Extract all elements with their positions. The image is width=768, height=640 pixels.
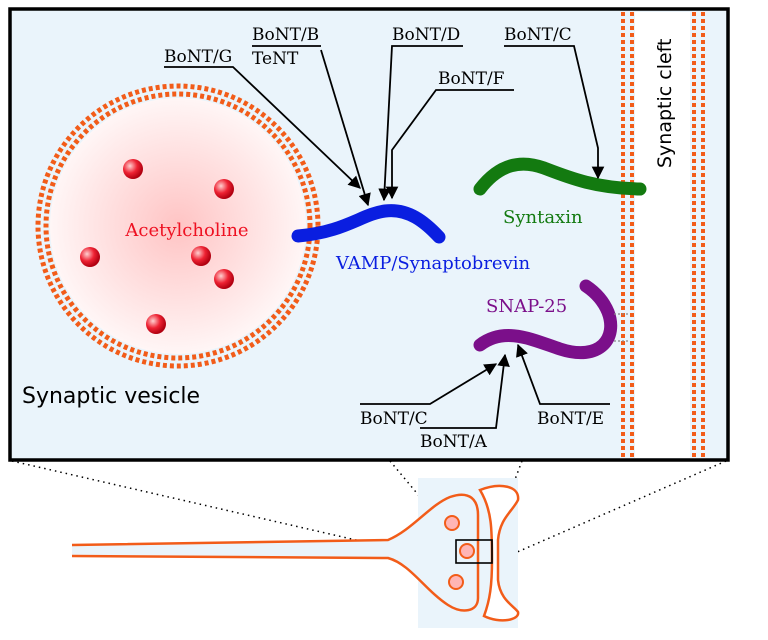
bont-c-syntaxin-label: BoNT/C (504, 25, 572, 45)
acetylcholine-label: Acetylcholine (124, 220, 248, 241)
bont-e-label: BoNT/E (537, 409, 604, 429)
toxin-bont-b-tent: BoNT/B TeNT (252, 25, 371, 207)
zoom-region-box (455, 539, 493, 564)
toxin-bont-a: BoNT/A (420, 353, 510, 452)
toxin-bont-c-snap25: BoNT/C (360, 363, 498, 429)
toxin-bont-c-syntaxin: BoNT/C (504, 25, 605, 180)
vesicle-membrane-outer (35, 83, 321, 369)
toxin-bont-d: BoNT/D (378, 25, 463, 202)
bont-g-label: BoNT/G (164, 47, 232, 67)
syntaxin-protein (473, 157, 647, 196)
vesicle-membrane-inner (43, 91, 313, 361)
postsynaptic-membrane (692, 12, 705, 458)
toxin-bont-g: BoNT/G (164, 47, 361, 189)
vesicle-core (50, 98, 306, 354)
snap25-protein (473, 279, 618, 360)
bont-c-snap25-label: BoNT/C (360, 409, 428, 429)
syntaxin-label: Syntaxin (503, 207, 583, 228)
synaptic-cleft-label: Synaptic cleft (654, 39, 676, 168)
bont-d-label: BoNT/D (392, 25, 460, 45)
bont-a-label: BoNT/A (420, 432, 488, 452)
snap25-label: SNAP-25 (486, 296, 567, 317)
snap25-anchors (614, 313, 630, 342)
acetylcholine-molecules (80, 159, 234, 334)
presynaptic-membrane (621, 12, 634, 458)
toxin-bont-f: BoNT/F (385, 69, 514, 200)
vamp-protein (291, 204, 446, 244)
bont-f-label: BoNT/F (438, 69, 505, 89)
vamp-label: VAMP/Synaptobrevin (335, 253, 531, 274)
toxin-bont-e: BoNT/E (516, 343, 610, 429)
synaptic-vesicle-label: Synaptic vesicle (22, 384, 200, 409)
overview-vesicles (444, 515, 475, 590)
bont-b-label: BoNT/B (252, 25, 319, 45)
tent-label: TeNT (252, 49, 299, 69)
cleft-gap (635, 12, 690, 458)
axon-outline (71, 493, 480, 612)
